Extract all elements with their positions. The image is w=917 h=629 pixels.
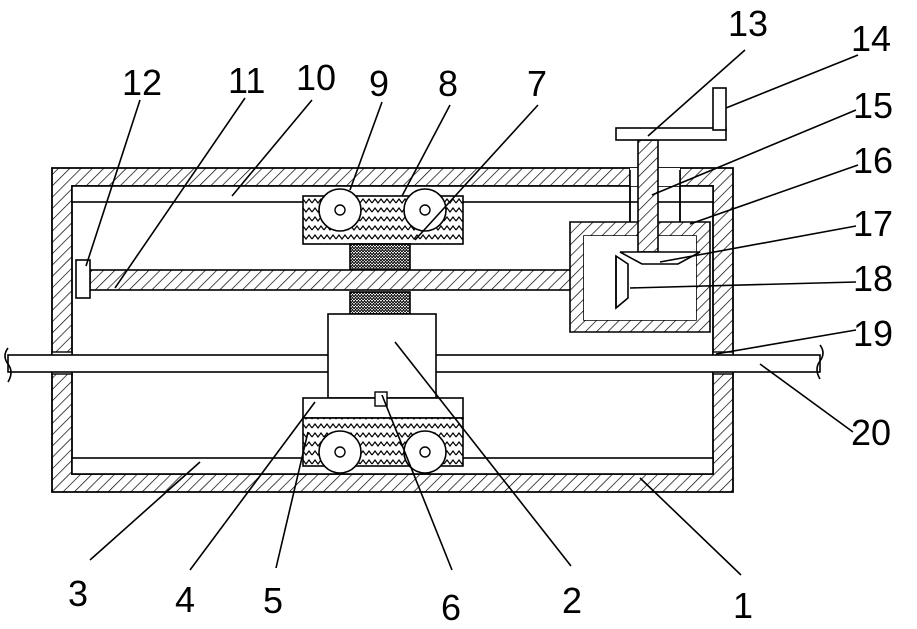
label-3: 3 — [68, 573, 88, 614]
label-14: 14 — [851, 18, 891, 59]
lead-screw — [90, 270, 616, 290]
label-9: 9 — [369, 63, 389, 104]
bearing — [76, 260, 90, 298]
clamp-body — [328, 314, 436, 398]
label-18: 18 — [853, 258, 893, 299]
label-2: 2 — [562, 580, 582, 621]
label-6: 6 — [441, 587, 461, 628]
upper-carriage — [303, 189, 463, 244]
label-10: 10 — [296, 57, 336, 98]
side-bevel-gear — [616, 256, 628, 308]
label-5: 5 — [263, 580, 283, 621]
handle-plate — [616, 128, 726, 140]
label-1: 1 — [733, 585, 753, 626]
label-19: 19 — [853, 313, 893, 354]
label-17: 17 — [853, 203, 893, 244]
label-8: 8 — [438, 63, 458, 104]
label-11: 11 — [228, 60, 265, 101]
label-16: 16 — [853, 140, 893, 181]
vertical-shaft — [638, 140, 658, 252]
label-15: 15 — [853, 85, 893, 126]
label-12: 12 — [122, 62, 162, 103]
part-labels: 1 2 3 4 5 6 7 8 9 10 11 12 13 14 15 16 1… — [68, 3, 893, 628]
label-4: 4 — [175, 579, 195, 620]
label-13: 13 — [728, 3, 768, 44]
lower-nut-block — [350, 292, 410, 314]
label-7: 7 — [527, 63, 547, 104]
upper-nut-block — [350, 244, 410, 270]
leader-lines — [86, 50, 858, 575]
handle-grip — [713, 88, 726, 130]
label-20: 20 — [851, 412, 891, 453]
lower-carriage — [303, 398, 463, 473]
